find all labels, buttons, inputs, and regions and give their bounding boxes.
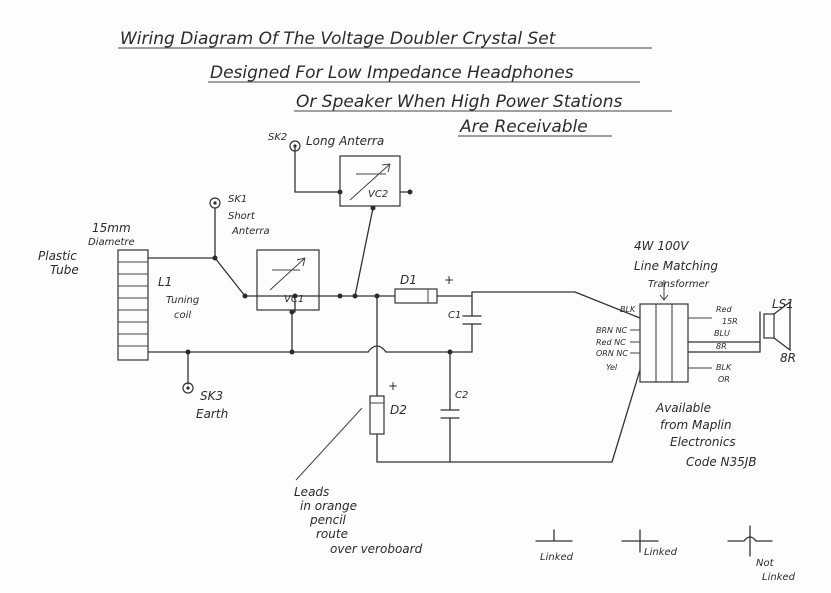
supplier-note: Available from Maplin Electronics Code N… xyxy=(655,401,757,469)
legend-linked-tee: Linked xyxy=(621,529,678,558)
transformer-label-1: 4W 100V xyxy=(634,239,689,253)
brn-nc-label: BRN NC xyxy=(596,326,628,335)
supplier-line-2: from Maplin xyxy=(660,418,732,432)
c2-label: C2 xyxy=(455,390,468,401)
leads-line-3: pencil xyxy=(309,513,347,527)
ls1-label: LS1 xyxy=(772,297,794,311)
diagram-title: Wiring Diagram Of The Voltage Doubler Cr… xyxy=(118,29,672,137)
leads-line-4: route xyxy=(316,527,348,541)
orn-nc-label: ORN NC xyxy=(596,349,628,358)
junction-dots xyxy=(185,189,453,355)
sk3-socket xyxy=(182,382,194,394)
d1-label: D1 xyxy=(400,273,417,287)
leads-line-5: over veroboard xyxy=(330,542,423,556)
ohm-8r-label: 8R xyxy=(716,342,727,351)
title-line-3: Or Speaker When High Power Stations xyxy=(296,92,622,112)
title-line-2: Designed For Low Impedance Headphones xyxy=(210,63,574,83)
secondary-blk-label: BLK xyxy=(716,363,732,372)
variable-capacitor-vc2 xyxy=(339,155,401,207)
line-matching-transformer xyxy=(630,303,712,383)
capacitor-c2 xyxy=(440,409,460,419)
variable-capacitor-vc1 xyxy=(256,249,320,311)
diode-d2 xyxy=(369,395,385,435)
blu-label: BLU xyxy=(714,329,730,338)
sk1-label: SK1 xyxy=(228,194,247,205)
tuning-label: Tuning xyxy=(166,295,199,306)
vc2-label: VC2 xyxy=(368,189,388,200)
leads-line-2: in orange xyxy=(300,499,357,513)
antenna-label: Anterra xyxy=(231,226,270,237)
title-line-1: Wiring Diagram Of The Voltage Doubler Cr… xyxy=(120,29,557,49)
transformer-label-3: Transformer xyxy=(648,279,710,290)
tube-label: Tube xyxy=(50,263,79,277)
capacitor-c1 xyxy=(462,315,482,325)
short-label: Short xyxy=(228,211,256,222)
sk3-label: SK3 xyxy=(200,389,223,403)
speaker-icon xyxy=(763,300,791,352)
or-label: OR xyxy=(718,375,730,384)
sk1-socket xyxy=(209,197,221,209)
coil-size-label: 15mm xyxy=(92,221,131,235)
d2-plus: + xyxy=(388,379,398,393)
diametre-label: Diametre xyxy=(88,237,135,248)
transformer-label-2: Line Matching xyxy=(634,259,718,273)
tuning-coil xyxy=(117,249,149,361)
diode-d1 xyxy=(394,288,438,304)
leads-note: Leads in orange pencil route over verobo… xyxy=(294,485,423,556)
legend-not-linked-hop: Not Linked xyxy=(727,525,796,583)
legend-linked-junction: Linked xyxy=(535,529,574,563)
red-label: Red xyxy=(716,305,732,314)
d1-plus: + xyxy=(444,273,454,287)
vc1-label: VC1 xyxy=(284,294,304,305)
leads-line-1: Leads xyxy=(294,485,329,499)
plastic-label: Plastic xyxy=(38,249,77,263)
l1-label: L1 xyxy=(158,275,172,289)
ohm-15r-label: 15R xyxy=(722,317,738,326)
supplier-line-1: Available xyxy=(655,401,711,415)
sk2-label: SK2 xyxy=(268,132,287,143)
primary-blk-label: BLK xyxy=(620,305,636,314)
d2-label: D2 xyxy=(390,403,407,417)
legend-linked-3: Linked xyxy=(762,572,796,583)
supplier-line-4: Code N35JB xyxy=(686,455,757,469)
red-nc-label: Red NC xyxy=(596,338,626,347)
speaker-impedance-label: 8R xyxy=(780,351,796,365)
legend-linked-1: Linked xyxy=(540,552,574,563)
sk2-socket xyxy=(289,140,301,152)
coil-label: coil xyxy=(174,310,191,321)
legend-linked-2: Linked xyxy=(644,547,678,558)
yel-label: Yel xyxy=(606,363,618,372)
c1-label: C1 xyxy=(448,310,461,321)
title-line-4: Are Receivable xyxy=(459,117,588,137)
circuit-wires xyxy=(147,147,761,481)
supplier-line-3: Electronics xyxy=(670,435,736,449)
earth-label: Earth xyxy=(196,407,228,421)
legend-not: Not xyxy=(756,558,775,569)
long-antenna-label: Long Anterra xyxy=(306,134,384,148)
